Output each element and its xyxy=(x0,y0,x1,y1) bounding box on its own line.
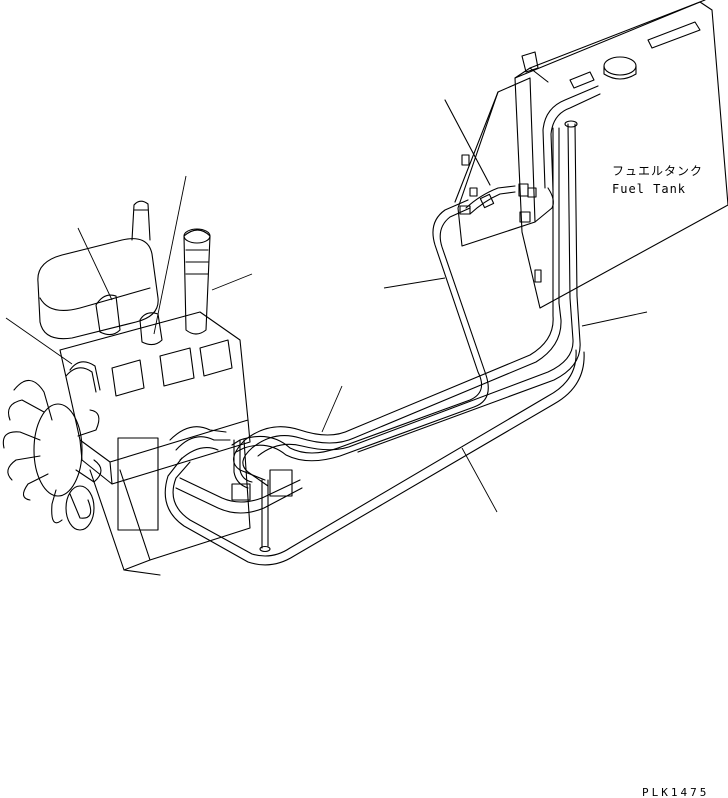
leader-7 xyxy=(461,447,498,513)
fuel-tank-label-jp: フュエルタンク xyxy=(612,164,704,178)
cooling-fan xyxy=(2,379,102,531)
leader-lines xyxy=(5,175,648,513)
leader-3 xyxy=(5,317,73,365)
leader-sensor xyxy=(444,99,491,186)
leader-8 xyxy=(581,311,648,327)
leader-6 xyxy=(321,385,343,433)
leader-4 xyxy=(211,273,253,291)
fuel-pipes xyxy=(164,199,585,566)
drawing-code: PLK1475 xyxy=(642,786,710,798)
leader-1 xyxy=(153,175,187,335)
fuel-tank xyxy=(454,0,728,309)
fuel-tank-label-en: Fuel Tank xyxy=(612,182,687,196)
leader-5 xyxy=(383,277,446,289)
leader-2 xyxy=(77,227,113,301)
engine xyxy=(37,200,293,576)
